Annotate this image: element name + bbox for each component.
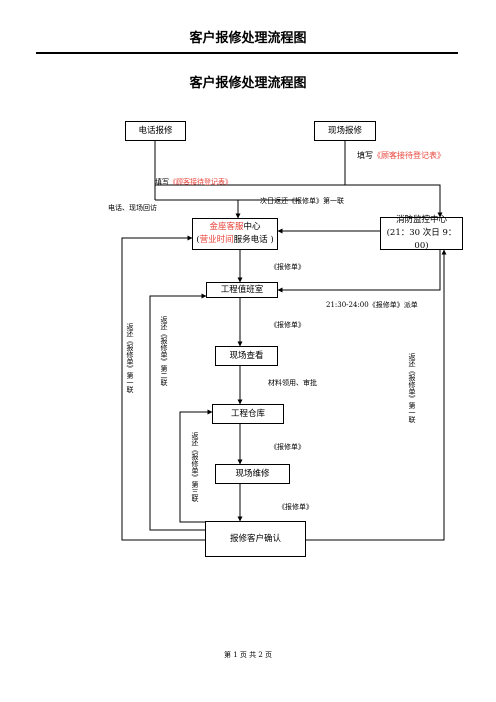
arrow-form-to-fire	[300, 184, 443, 218]
node-cs-center-line2: (营业时间服务电话 )	[196, 235, 274, 245]
label-return-second: 返还《报修单》第二联	[160, 316, 168, 386]
label-phone-visit: 电话、现场回访	[108, 204, 157, 212]
node-site-repair: 现场维修	[215, 464, 290, 484]
header-rule	[36, 52, 458, 54]
loop-return-first-left	[121, 235, 205, 541]
label-return-first-right: 返还《报修单》第一联	[408, 353, 416, 423]
page-header: 客户报修处理流程图	[189, 31, 307, 46]
node-site-report: 现场报修	[314, 121, 376, 141]
node-warehouse-label: 工程仓库	[230, 408, 265, 419]
node-phone-report-label: 电话报修	[138, 125, 173, 136]
node-confirm: 报修客户确认	[205, 521, 306, 557]
node-confirm-label: 报修客户确认	[229, 533, 281, 544]
node-phone-report: 电话报修	[125, 121, 186, 141]
label-return-first-left: 返还《报修单》第一联	[126, 323, 134, 393]
node-cs-center-line1: 金座客服中心	[209, 222, 261, 232]
loop-return-first-right	[306, 249, 447, 541]
loop-return-third	[179, 409, 213, 523]
label-repair-order-2: 《报修单》	[270, 321, 305, 329]
node-site-inspect-label: 现场查看	[229, 350, 264, 361]
arrow-fire-to-duty	[277, 250, 441, 293]
label-fill-form-right: 填写《顾客接待登记表》	[357, 151, 445, 160]
label-materials: 材料领用、审批	[268, 379, 317, 387]
node-site-repair-label: 现场维修	[235, 468, 270, 479]
node-fire-center: 消防监控中心 (21：30 次日 9：00)	[380, 215, 463, 251]
label-return-third: 返还《报修单》第三联	[191, 432, 199, 502]
label-next-day-return: 次日返还《报修单》第一联	[260, 197, 344, 205]
node-duty-room-label: 工程值班室	[220, 284, 264, 295]
label-repair-order-3: 《报修单》	[270, 443, 305, 451]
node-duty-room: 工程值班室	[206, 282, 278, 298]
node-cs-center: 金座客服中心 (营业时间服务电话 )	[192, 218, 278, 250]
label-night-dispatch: 21:30-24:00《报修单》派单	[326, 301, 418, 309]
label-repair-order-4: 《报修单》	[278, 503, 313, 511]
node-warehouse: 工程仓库	[212, 404, 284, 424]
loop-return-second	[149, 293, 207, 531]
page-footer: 第 1 页 共 2 页	[223, 651, 273, 659]
node-site-inspect: 现场查看	[215, 346, 278, 366]
node-site-report-label: 现场报修	[327, 125, 362, 136]
node-fire-center-line2: (21：30 次日 9：00)	[386, 228, 457, 251]
diagram-title: 客户报修处理流程图	[189, 76, 307, 91]
node-fire-center-line1: 消防监控中心	[395, 215, 447, 225]
label-fill-form-left: 填写《顾客接待登记表》	[155, 178, 232, 186]
label-repair-order-1: 《报修单》	[270, 263, 305, 271]
